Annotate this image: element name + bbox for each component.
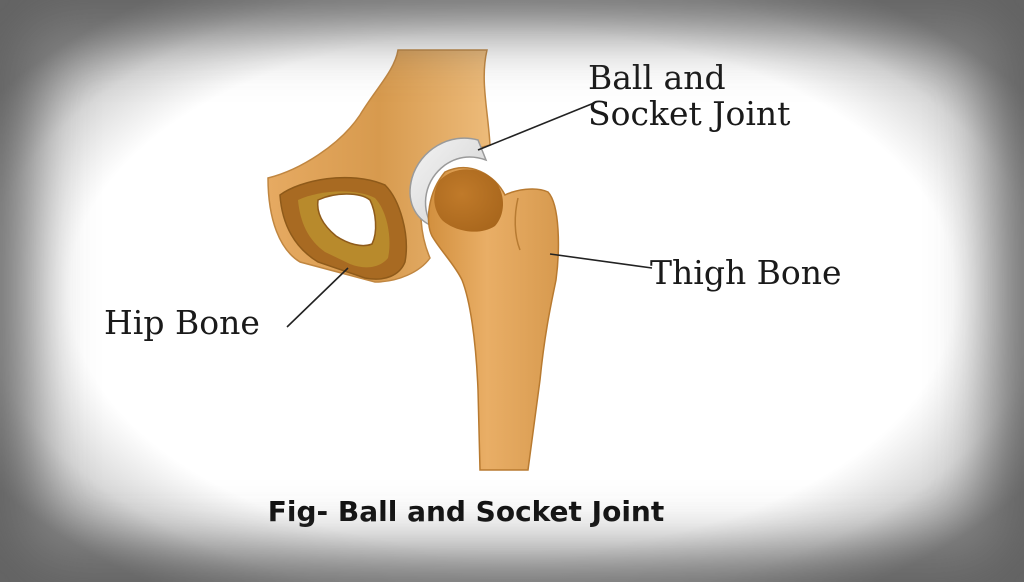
thigh-bone-shape (427, 167, 560, 471)
ball-and-socket-label-line2: Socket Joint (588, 94, 791, 134)
hip-bone-label: Hip Bone (104, 303, 260, 342)
ball-and-socket-label-line1: Ball and (588, 58, 726, 97)
thigh-bone-label: Thigh Bone (650, 253, 842, 292)
leader-thigh-bone (549, 253, 653, 269)
ball-and-socket-label: Ball and Socket Joint (588, 58, 791, 134)
figure-caption: Fig- Ball and Socket Joint (0, 495, 1024, 528)
leader-ball-socket (477, 102, 595, 151)
leader-hip-bone (286, 267, 349, 328)
hip-bone-shape (267, 49, 491, 283)
figure-caption-text: Fig- Ball and Socket Joint (267, 495, 665, 528)
leader-lines (286, 102, 653, 328)
